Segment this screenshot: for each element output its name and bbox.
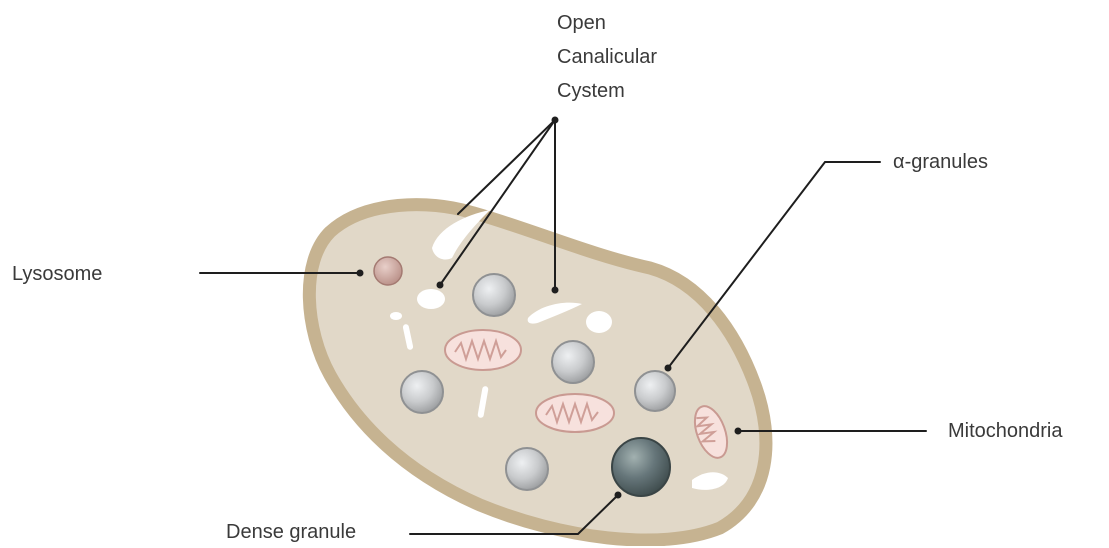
dense-granule-label: Dense granule xyxy=(226,516,356,548)
alpha-granule xyxy=(473,274,515,316)
ocs-label-line2: Canalicular xyxy=(557,40,657,74)
alpha-granule xyxy=(635,371,675,411)
mitochondrion xyxy=(445,330,521,370)
open-canalicular-system-label: Open Canalicular Cystem xyxy=(557,6,657,108)
ocs-label-line1: Open xyxy=(557,6,657,40)
ocs-leader-line xyxy=(458,120,555,214)
lysosome-label: Lysosome xyxy=(12,258,102,290)
dense-granule xyxy=(612,438,670,496)
mitochondria-label: Mitochondria xyxy=(948,415,1063,447)
alpha-granule xyxy=(506,448,548,490)
alpha-granule xyxy=(552,341,594,383)
alpha-granule xyxy=(401,371,443,413)
mitochondrion xyxy=(536,394,614,432)
ocs-label-line3: Cystem xyxy=(557,74,657,108)
platelet-cell xyxy=(309,205,766,540)
lysosome xyxy=(374,257,402,285)
alpha-granules-label: α-granules xyxy=(893,146,988,178)
